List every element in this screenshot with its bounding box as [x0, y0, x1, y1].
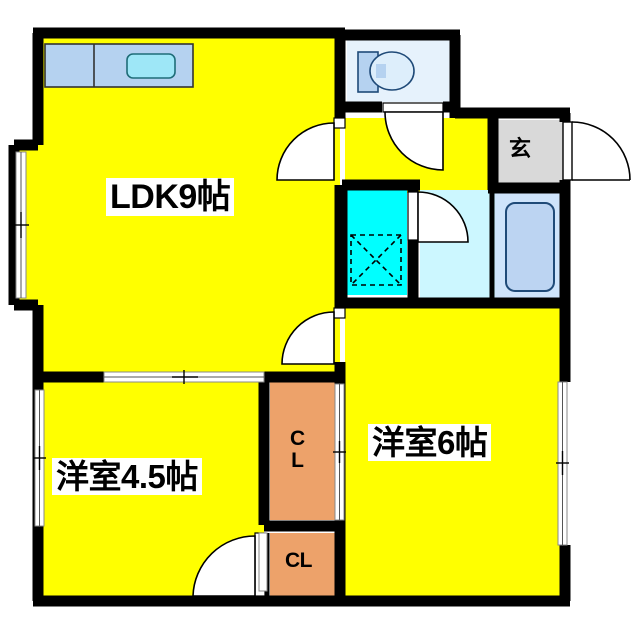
room-label-yoshitsu45: 洋室4.5帖 [52, 458, 202, 495]
toilet-door-arc [384, 111, 444, 171]
ldk-yoshitsu45-partition-window[interactable] [103, 370, 265, 384]
toilet-bowl [369, 51, 415, 91]
entrance-door-arc [571, 121, 631, 181]
room-label-yoshitsu6: 洋室6帖 [368, 424, 492, 461]
yoshitsu45-door-arc [192, 535, 256, 597]
yoshitsu6-east-window[interactable] [556, 381, 569, 546]
ldk-west-window[interactable] [14, 151, 29, 299]
toilet-fixture-group [357, 51, 415, 93]
ldk-hall-door[interactable] [276, 117, 346, 181]
kitchen-counter [44, 43, 194, 88]
ldk-hall-door-panel[interactable] [333, 117, 346, 129]
ldk-hall-door-arc [276, 122, 335, 181]
washroom-door-arc [417, 191, 469, 243]
closet-label-upper-line1: C [290, 427, 305, 450]
washing-machine-tile [347, 185, 407, 295]
room-label-genkan: 玄 [509, 136, 531, 161]
genkan-floor [495, 120, 565, 188]
ldk-corridor-door[interactable] [281, 307, 346, 365]
ldk-corridor-door-panel[interactable] [333, 307, 346, 319]
yoshitsu45-west-window[interactable] [33, 389, 46, 527]
washroom-door-panel[interactable] [407, 191, 419, 241]
washing-machine-space [350, 234, 402, 286]
kitchen-sink [126, 53, 176, 79]
room-label-ldk: LDK9帖 [106, 178, 235, 216]
toilet-connector [376, 64, 386, 78]
ldk-corridor-door-arc [281, 311, 335, 365]
closet-upper-floor [270, 382, 335, 520]
closet-label-lower: CL [285, 549, 313, 572]
kitchen-counter-group [44, 43, 194, 88]
closet-lower-opening[interactable] [258, 532, 268, 592]
bathtub [505, 202, 555, 292]
closet-label-upper: C L [286, 426, 309, 474]
closet-label-upper-line2: L [291, 449, 304, 473]
closet-lower-floor [270, 533, 335, 596]
closet-upper-sliding-door[interactable] [333, 383, 346, 521]
washroom-door[interactable] [407, 191, 469, 243]
toilet-door-panel[interactable] [382, 102, 444, 113]
entrance-door[interactable] [562, 121, 631, 181]
toilet-door[interactable] [382, 102, 444, 171]
entrance-door-panel[interactable] [562, 121, 573, 181]
